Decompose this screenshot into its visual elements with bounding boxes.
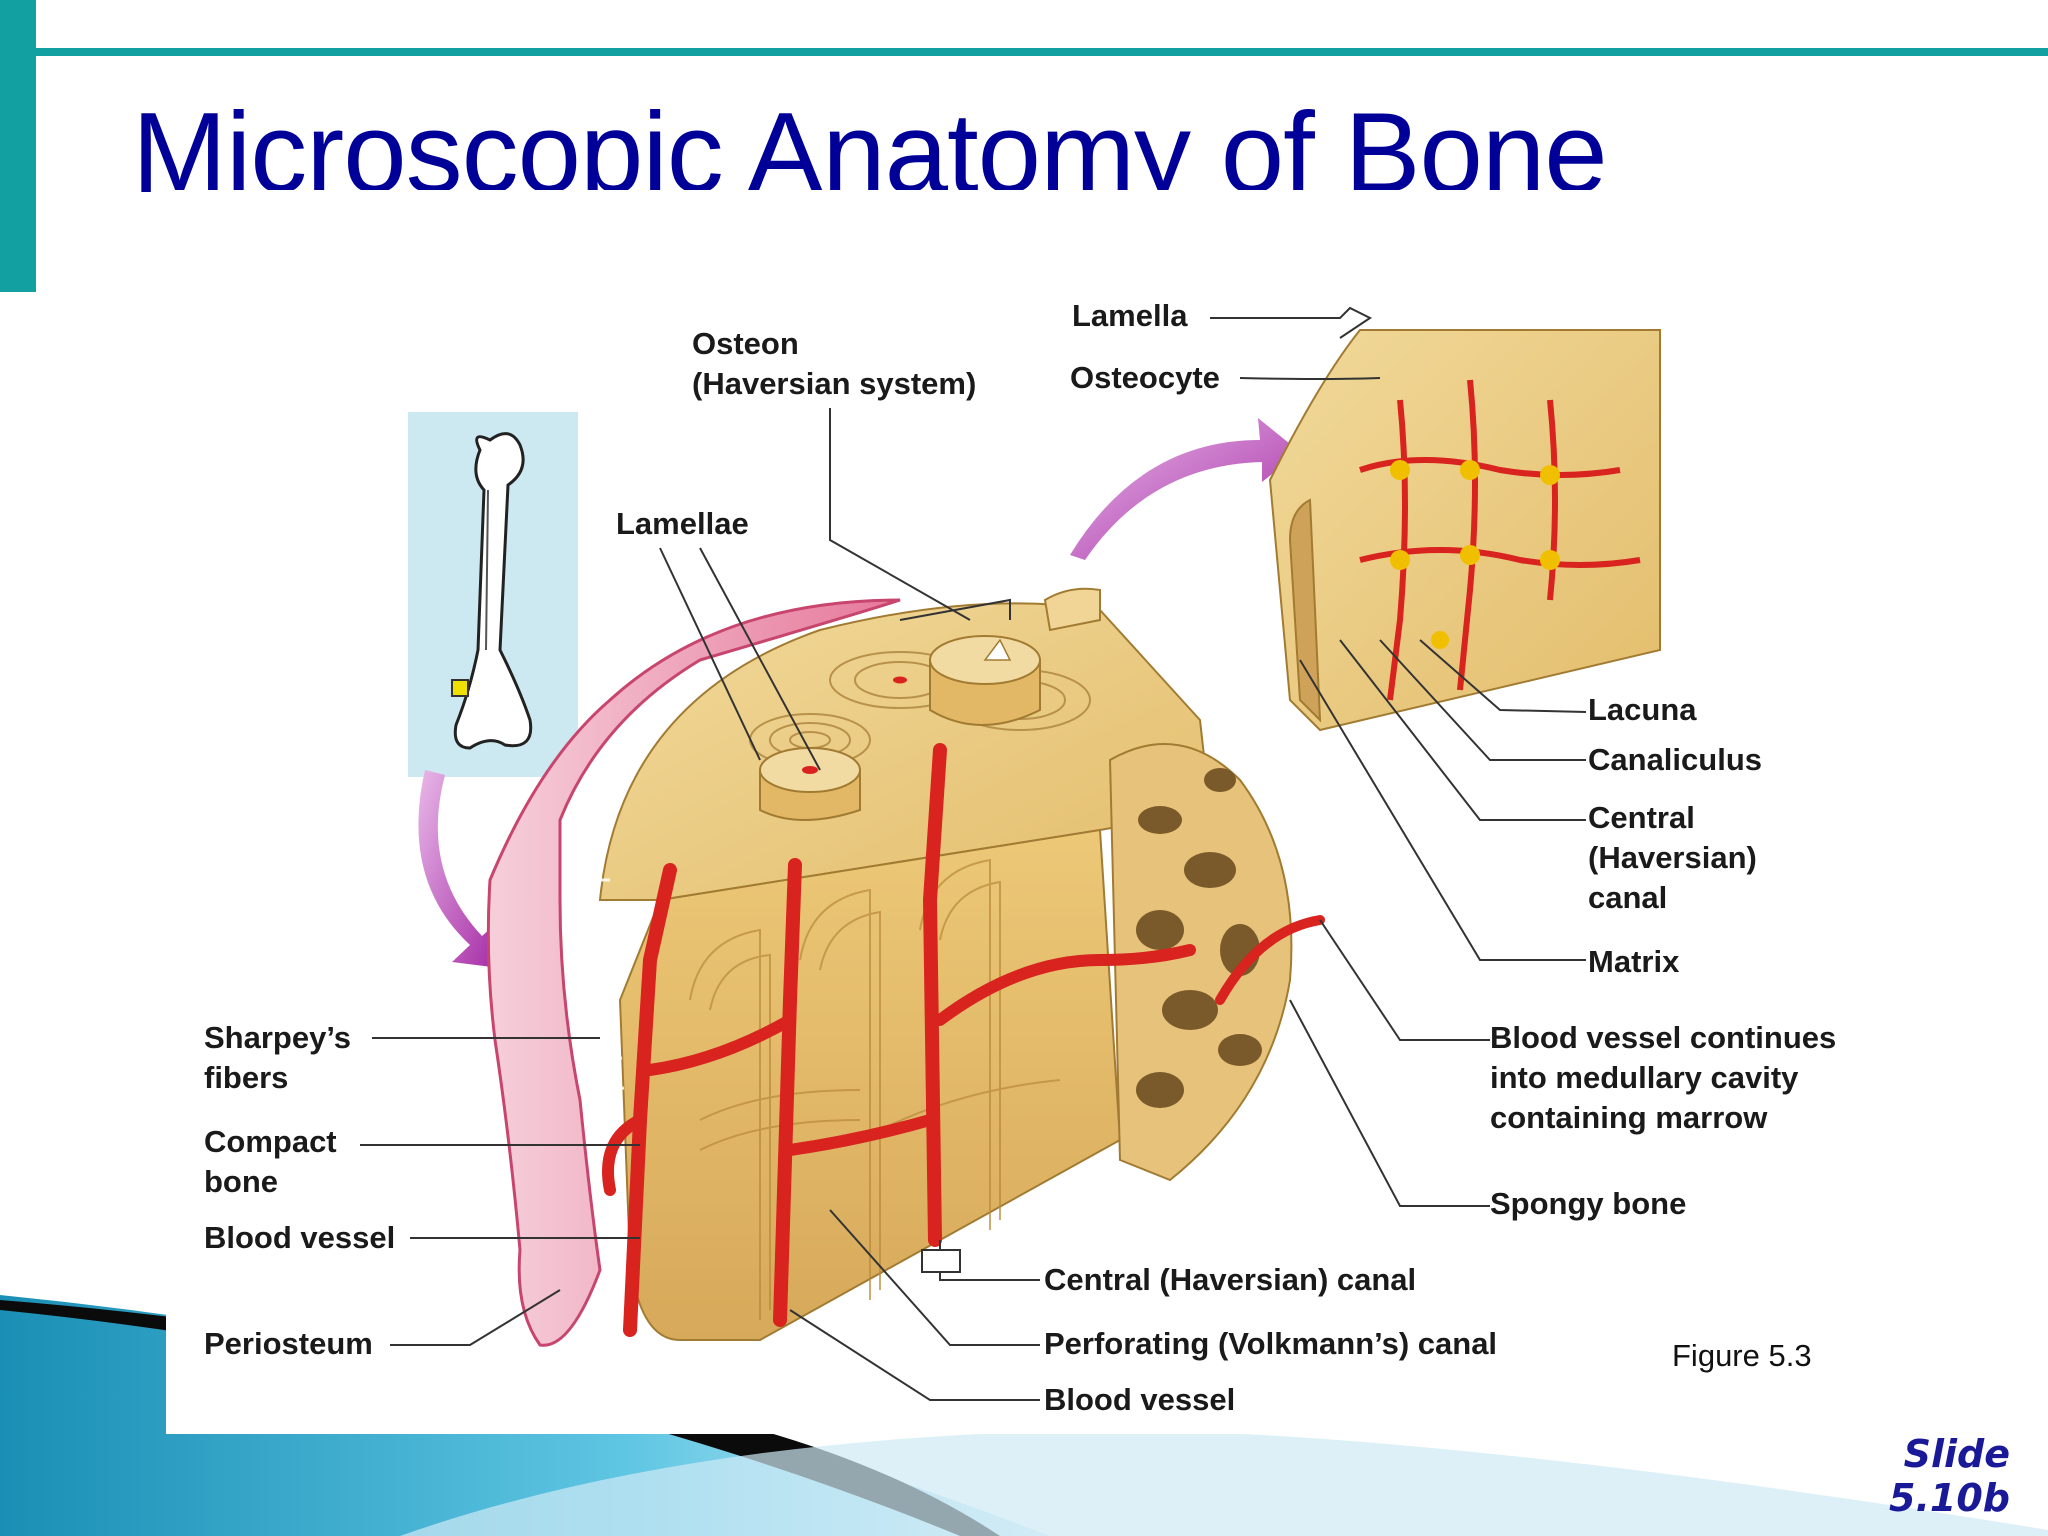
periosteum-layer [486,598,901,1347]
leader-lines [360,306,1587,1401]
label-central-canal: Central (Haversian) canal [1588,800,1757,915]
figure-caption: Figure 5.3 [1672,1338,1812,1373]
label-perforating-canal: Perforating (Volkmann’s) canal [1044,1326,1498,1361]
label-compact-bone: Compact bone [204,1124,337,1199]
sharpeys-fibers [589,878,625,1092]
label-canaliculus: Canaliculus [1588,742,1762,777]
spongy-bone [1108,743,1293,1182]
canal-marker-box [921,1249,961,1273]
header-rule [36,48,2048,56]
osteon-cylinders [759,635,1041,821]
label-blood-vessel-continues: Blood vessel continues into medullary ca… [1490,1020,1837,1135]
blood-vessels [602,743,1325,1337]
label-periosteum: Periosteum [204,1326,373,1361]
label-lamella: Lamella [1072,298,1188,333]
label-osteocyte: Osteocyte [1070,360,1220,395]
label-osteon: Osteon (Haversian system) [692,326,977,401]
label-spongy-bone: Spongy bone [1490,1186,1687,1221]
label-blood-vessel-left: Blood vessel [204,1220,396,1255]
label-blood-vessel-bottom: Blood vessel [1044,1382,1236,1417]
slide-number: Slide 5.10b [1889,1432,2010,1520]
bone-wedge [1043,587,1101,632]
label-matrix: Matrix [1588,944,1680,979]
lamellae-pattern [689,858,1061,1320]
label-central-haversian-canal: Central (Haversian) canal [1044,1262,1417,1297]
label-lamellae: Lamellae [616,506,749,541]
femur-inset [408,412,578,777]
magnified-section [1268,329,1661,732]
label-lacuna: Lacuna [1588,692,1697,727]
arrow-block-to-magnified [1070,418,1300,560]
label-sharpeys-fibers: Sharpey’s fibers [204,1020,352,1095]
accent-bar [0,0,36,292]
